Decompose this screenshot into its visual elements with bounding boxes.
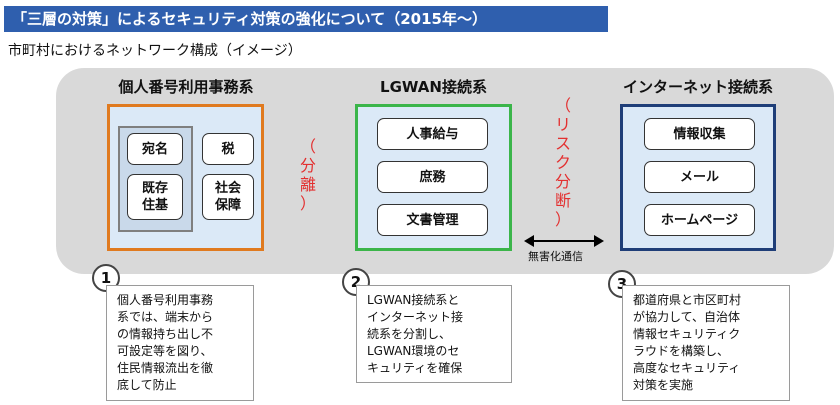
item-shakai-hosho: 社会 保障	[202, 174, 254, 220]
item-bunsho-kanri: 文書管理	[377, 204, 488, 236]
item-atena: 宛名	[127, 133, 183, 165]
page-subtitle: 市町村におけるネットワーク構成（イメージ）	[8, 43, 302, 59]
item-zei: 税	[202, 133, 254, 165]
item-homepage: ホームページ	[644, 204, 755, 236]
item-shomu: 庶務	[377, 161, 488, 193]
double-arrow-icon	[524, 235, 604, 247]
system-title-lgwan: LGWAN接続系	[380, 78, 487, 96]
item-mail: メール	[644, 161, 755, 193]
separation-label: （ 分 離 ）	[299, 137, 316, 213]
risk-separation-label: （ リ ス ク 分 断 ）	[554, 96, 571, 229]
note-text-1: 個人番号利用事務 系では、端末から の情報持ち出し不 可設定等を図り、 住民情報…	[106, 285, 254, 401]
system-title-internet: インターネット接続系	[622, 78, 773, 96]
system-title-individual-number: 個人番号利用事務系	[118, 78, 254, 96]
note-text-2: LGWAN接続系と インターネット接 続系を分割し、 LGWAN環境のセ キュリ…	[356, 285, 512, 383]
page-title: 「三層の対策」によるセキュリティ対策の強化について（2015年～）	[4, 6, 608, 32]
item-joho-shushu: 情報収集	[644, 118, 755, 150]
sanitized-communication-label: 無害化通信	[528, 250, 583, 263]
note-text-3: 都道府県と市区町村 が協力して、自治体 情報セキュリティク ラウドを構築し、 高…	[622, 285, 790, 401]
item-kizon-juki: 既存 住基	[127, 174, 183, 220]
item-jinji-kyuyo: 人事給与	[377, 118, 488, 150]
